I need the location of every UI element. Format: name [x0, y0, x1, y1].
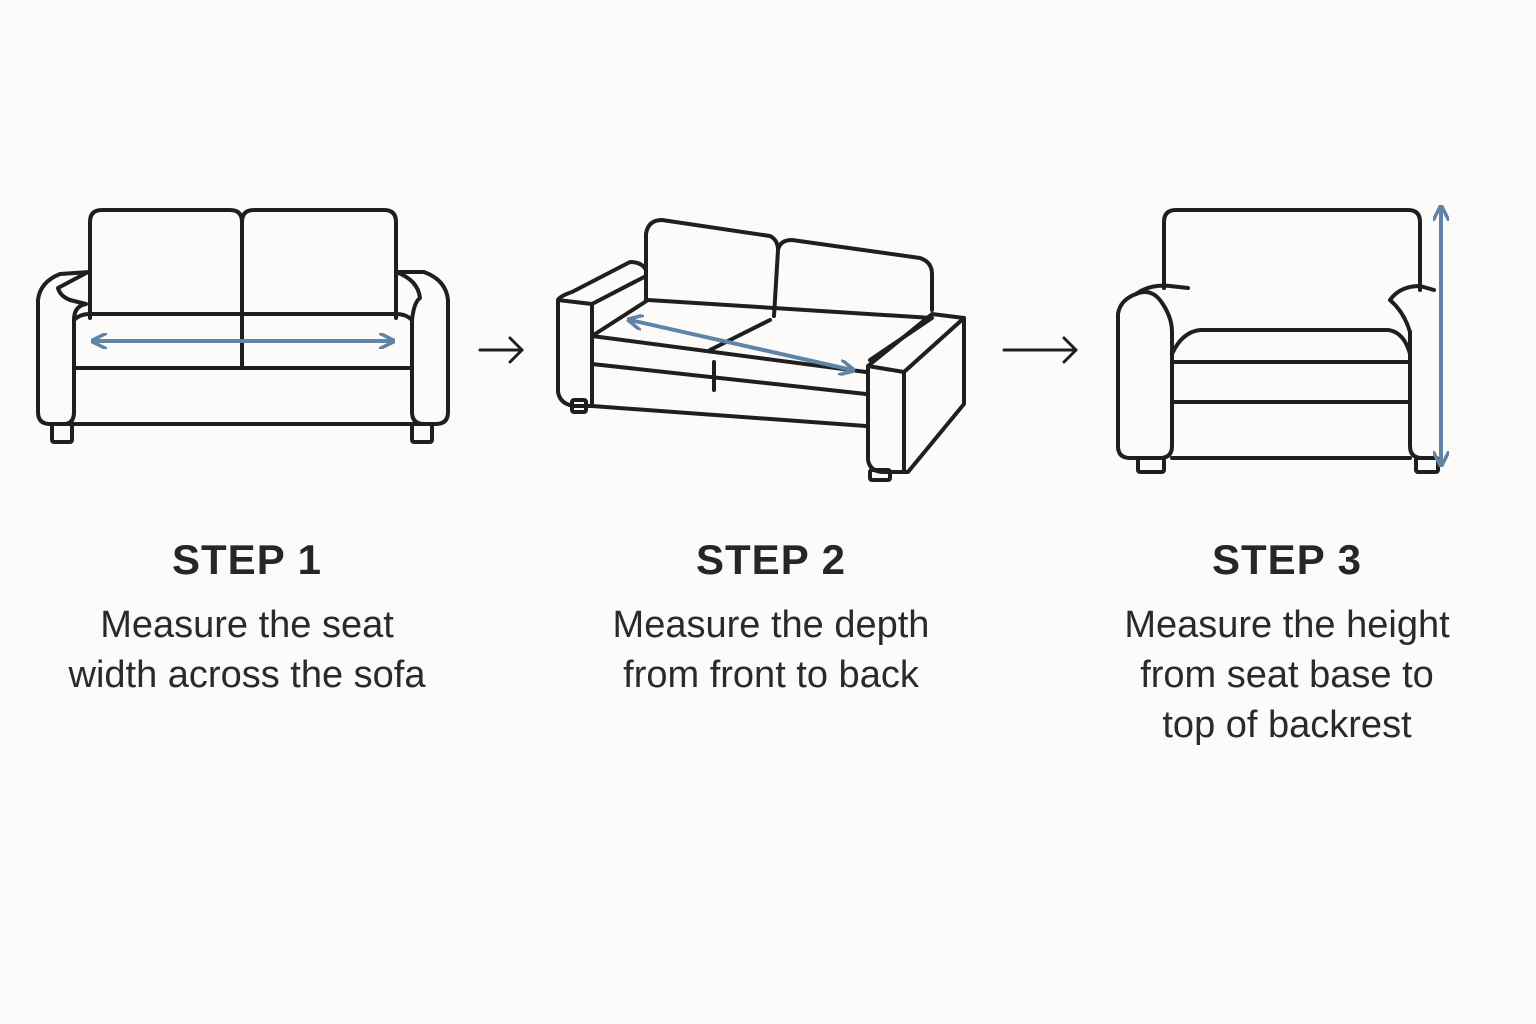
- arrow-right-icon: [478, 336, 524, 364]
- seat-depth-arrow: [630, 320, 852, 370]
- sofa-front-icon: [36, 208, 450, 444]
- step-3-caption: STEP 3 Measure the height from seat base…: [1067, 530, 1507, 750]
- armchair-icon: [1116, 208, 1440, 474]
- arrow-right-icon: [1002, 336, 1078, 364]
- step-2-description: Measure the depth from front to back: [612, 604, 930, 696]
- step-3-description: Measure the height from seat base to top…: [1124, 604, 1450, 746]
- step-1-caption: STEP 1 Measure the seat width across the…: [27, 530, 467, 700]
- step-3-title: STEP 3: [1212, 536, 1362, 583]
- step-2-caption: STEP 2 Measure the depth from front to b…: [551, 530, 991, 700]
- step-1-description: Measure the seat width across the sofa: [68, 604, 426, 696]
- step-1-title: STEP 1: [172, 536, 322, 583]
- step-2-title: STEP 2: [696, 536, 846, 583]
